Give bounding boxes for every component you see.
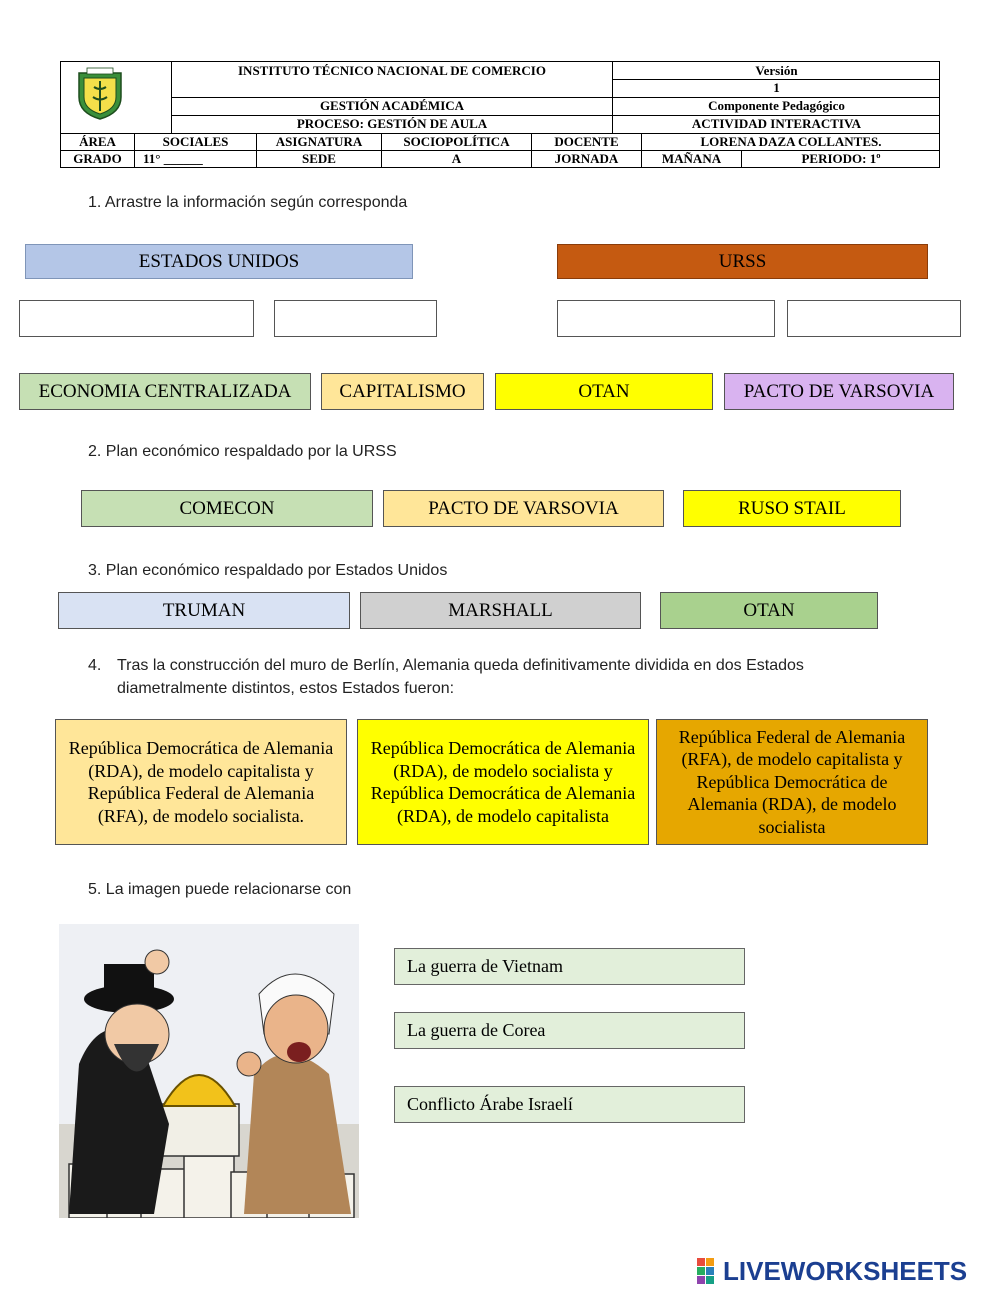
question-4-line-1: Tras la construcción del muro de Berlín,… [117,657,804,674]
divider [171,97,940,98]
teacher-label: DOCENTE [554,134,619,149]
divider [612,79,940,80]
divider [641,133,642,168]
drop-zone-ussr-2[interactable] [787,300,961,337]
option-truman[interactable]: TRUMAN [58,592,350,629]
question-2-prompt: 2. Plan económico respaldado por la URSS [88,443,397,460]
institute-name: INSTITUTO TÉCNICO NACIONAL DE COMERCIO [238,63,546,78]
drop-zone-us-2[interactable] [274,300,437,337]
divider [61,133,940,134]
draggable-capitalismo[interactable]: CAPITALISMO [321,373,484,410]
version-label: Versión [755,63,798,78]
question-5-prompt: 5. La imagen puede relacionarse con [88,881,352,898]
brand-name: LIVEWORKSHEETS [723,1255,968,1286]
period-label: PERIODO: 1º [801,151,881,166]
drop-zone-us-1[interactable] [19,300,254,337]
draggable-otan[interactable]: OTAN [495,373,713,410]
option-otan[interactable]: OTAN [660,592,878,629]
option-guerra-de-corea[interactable]: La guerra de Corea [394,1012,745,1049]
question-1-prompt: 1. Arrastre la información según corresp… [88,194,408,211]
option-comecon[interactable]: COMECON [81,490,373,527]
teacher-value: LORENA DAZA COLLANTES. [700,134,882,149]
school-logo [75,67,125,121]
option-rfa-capitalista-rda-socialista[interactable]: República Federal de Alemania (RFA), de … [656,719,928,845]
option-conflicto-arabe-israeli[interactable]: Conflicto Árabe Israelí [394,1086,745,1123]
question-4-number: 4. [88,657,102,674]
draggable-pacto-de-varsovia[interactable]: PACTO DE VARSOVIA [724,373,954,410]
divider [134,133,135,168]
divider [531,133,532,168]
grade-value: 11° ______ [143,151,203,166]
option-marshall[interactable]: MARSHALL [360,592,641,629]
divider [171,115,940,116]
activity-label: ACTIVIDAD INTERACTIVA [691,116,862,131]
divider [741,150,742,168]
divider [256,133,257,168]
divider [381,133,382,168]
grade-label: GRADO [73,151,122,166]
shift-label: JORNADA [554,151,619,166]
shift-value: MAÑANA [661,151,722,166]
process-label: PROCESO: GESTIÓN DE AULA [296,116,488,131]
version-value: 1 [773,80,780,95]
liveworksheets-icon [697,1258,714,1284]
subject-value: SOCIOPOLÍTICA [403,134,510,149]
option-rda-socialista-rda-capitalista[interactable]: República Democrática de Alemania (RDA),… [357,719,649,845]
campus-value: A [451,151,462,166]
area-value: SOCIALES [162,134,229,149]
question-3-prompt: 3. Plan económico respaldado por Estados… [88,562,448,579]
draggable-economia-centralizada[interactable]: ECONOMIA CENTRALIZADA [19,373,311,410]
question-4-line-2: diametralmente distintos, estos Estados … [117,680,455,697]
liveworksheets-logo[interactable]: LIVEWORKSHEETS [697,1256,967,1286]
divider [61,150,940,151]
subject-label: ASIGNATURA [275,134,363,149]
drop-zone-ussr-1[interactable] [557,300,775,337]
component-label: Componente Pedagógico [708,98,845,113]
option-guerra-de-vietnam[interactable]: La guerra de Vietnam [394,948,745,985]
academic-management: GESTIÓN ACADÉMICA [319,98,465,113]
group-estados-unidos: ESTADOS UNIDOS [25,244,413,279]
document-header-table: INSTITUTO TÉCNICO NACIONAL DE COMERCIO G… [60,61,940,168]
campus-label: SEDE [302,151,336,166]
option-pacto-de-varsovia[interactable]: PACTO DE VARSOVIA [383,490,664,527]
option-rda-capitalista-rfa-socialista[interactable]: República Democrática de Alemania (RDA),… [55,719,347,845]
option-ruso-stail[interactable]: RUSO STAIL [683,490,901,527]
area-label: ÁREA [79,134,116,149]
cartoon-image [59,924,359,1219]
group-urss: URSS [557,244,928,279]
